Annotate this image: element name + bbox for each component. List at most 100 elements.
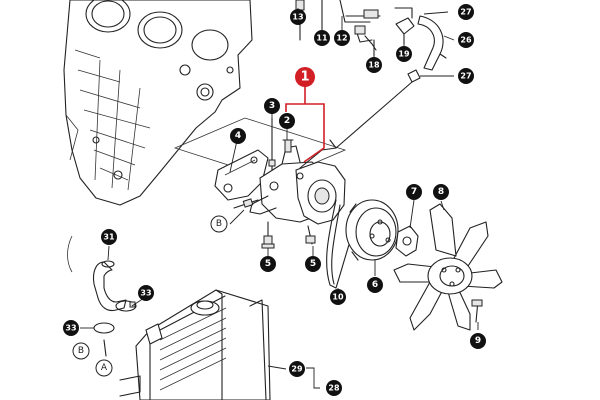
callout-19: 19: [396, 46, 412, 62]
callout-number: 12: [336, 34, 347, 43]
reference-circle: [95, 359, 113, 377]
callout-number: 27: [460, 72, 471, 81]
reference-B2: B: [72, 342, 90, 360]
callout-number: 13: [292, 13, 303, 22]
callout-11: 11: [314, 30, 330, 46]
callout-2: 2: [279, 113, 295, 129]
callout-number: 3: [269, 101, 275, 111]
callout-8: 8: [433, 184, 449, 200]
callout-number: 26: [460, 36, 472, 45]
bolt-2: [282, 139, 294, 153]
callout-badge: [305, 256, 321, 272]
callout-7: 7: [406, 184, 422, 200]
callout-badge: [314, 30, 330, 46]
lower-hose: [92, 260, 127, 312]
callout-badge: [290, 9, 306, 25]
callout-badge: [367, 277, 383, 293]
callout-28: 28: [326, 380, 342, 396]
callout-3: 3: [264, 98, 280, 114]
callout-badge: [433, 184, 449, 200]
callout-number: 18: [368, 61, 380, 70]
highlight-badge: [295, 67, 315, 87]
reference-letter: A: [101, 363, 108, 373]
callout-number: 19: [398, 50, 410, 59]
callout-badge: [289, 361, 305, 377]
bolt-5-left: [261, 221, 275, 249]
callout-5a: 5: [260, 256, 276, 272]
water-pump: [249, 145, 346, 225]
reference-circle: [210, 215, 228, 233]
callout-number: 10: [332, 293, 344, 302]
edge-ring: [67, 235, 73, 273]
engine-block: [63, 0, 253, 206]
callout-33b: 33: [63, 320, 79, 336]
callout-badge: [230, 128, 246, 144]
callout-number: 4: [235, 131, 241, 141]
callout-badge: [326, 380, 342, 396]
callout-number: 7: [411, 187, 417, 197]
upper-hose-fittings: [295, 0, 415, 57]
callout-number: 11: [316, 34, 328, 43]
callout-badge: [458, 68, 474, 84]
callout-badge: [330, 289, 346, 305]
callout-number: 33: [140, 289, 151, 298]
callout-layer: 23 4 5 5 6 7 8 9 10 11 12 13 18 19 26 27 27 28 29 31 33 33: [63, 4, 486, 396]
cooling-fan: [393, 203, 503, 331]
callout-4: 4: [230, 128, 246, 144]
radiator: [119, 289, 271, 400]
gasket-plate: [214, 149, 269, 201]
callout-13: 13: [290, 9, 306, 25]
callout-badge: [260, 256, 276, 272]
callout-number: 28: [328, 384, 340, 393]
callout-5b: 5: [305, 256, 321, 272]
callout-6: 6: [367, 277, 383, 293]
fan-spacer: [395, 225, 419, 257]
callout-number: 31: [103, 233, 115, 242]
highlight-callout: 1: [285, 67, 325, 163]
callout-badge: [63, 320, 79, 336]
reference-letter: B: [216, 219, 222, 229]
callout-27b: 27: [458, 68, 474, 84]
callout-badge: [458, 4, 474, 20]
callout-badge: [406, 184, 422, 200]
callout-number: 6: [372, 280, 378, 290]
callout-badge: [264, 98, 280, 114]
bolt-b: [233, 198, 259, 209]
highlight-label: 1: [300, 70, 309, 85]
callout-badge: [334, 30, 350, 46]
callout-badge: [101, 229, 117, 245]
callout-number: 5: [310, 259, 316, 269]
callout-33a: 33: [138, 285, 154, 301]
callout-number: 27: [460, 8, 471, 17]
callout-number: 2: [284, 116, 290, 126]
leader-lines: [80, 0, 479, 389]
reference-layer: B B A: [72, 215, 228, 377]
callout-18: 18: [366, 57, 382, 73]
callout-badge: [458, 32, 474, 48]
callout-number: 29: [291, 365, 303, 374]
reference-A1: A: [95, 359, 113, 377]
callout-12: 12: [334, 30, 350, 46]
callout-number: 9: [475, 336, 481, 346]
fan-bolt: [471, 299, 483, 323]
callout-number: 33: [65, 324, 76, 333]
callout-badge: [279, 113, 295, 129]
bypass-hose: [329, 15, 447, 149]
callout-9: 9: [470, 333, 486, 349]
callout-27a: 27: [458, 4, 474, 20]
callout-number: 5: [265, 259, 271, 269]
pulley: [345, 199, 399, 261]
reference-B1: B: [210, 215, 228, 233]
callout-31: 31: [101, 229, 117, 245]
drain-cock: [103, 339, 107, 357]
callout-26: 26: [458, 32, 474, 48]
callout-badge: [138, 285, 154, 301]
reference-circle: [72, 342, 90, 360]
callout-10: 10: [330, 289, 346, 305]
callout-badge: [366, 57, 382, 73]
callout-badge: [396, 46, 412, 62]
callout-number: 8: [438, 187, 444, 197]
bolt-5-right: [305, 225, 316, 245]
